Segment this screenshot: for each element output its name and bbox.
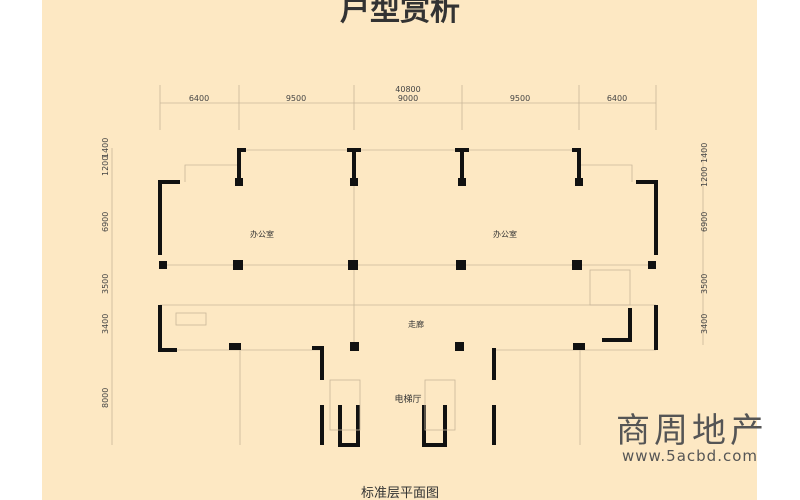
dim-label: 9000 <box>398 94 418 103</box>
dim-label: 1400 <box>700 143 709 163</box>
watermark-brand: 商周地产 <box>616 411 768 451</box>
dim-label: 6900 <box>101 212 110 232</box>
room-label-office-left: 办公室 <box>250 229 274 239</box>
dim-label: 6400 <box>607 94 627 103</box>
watermark: 商周地产 www.5acbd.com <box>616 411 768 465</box>
columns <box>159 178 656 351</box>
top-dimensions: 40800 6400 9500 9000 9500 6400 <box>159 85 657 130</box>
dim-label: 3400 <box>101 314 110 334</box>
dim-label: 1200 <box>101 156 110 176</box>
dim-label: 8000 <box>101 388 110 408</box>
page-title: 户型赏析 <box>340 0 460 28</box>
dim-label: 6400 <box>189 94 209 103</box>
room-label-elevator-hall: 电梯厅 <box>394 393 421 405</box>
floor-plan-caption: 标准层平面图 <box>361 486 439 500</box>
dim-label: 6900 <box>700 212 709 232</box>
right-dimensions: 1400 1200 6900 3500 3400 <box>700 143 709 345</box>
dim-label: 9500 <box>286 94 306 103</box>
left-dimensions: 1200 1400 6900 3500 3400 8000 <box>101 138 113 445</box>
room-label-office-right: 办公室 <box>493 229 517 239</box>
dim-label: 3500 <box>101 274 110 294</box>
dim-label: 1400 <box>101 138 110 158</box>
dim-label: 3400 <box>700 314 709 334</box>
dim-label: 9500 <box>510 94 530 103</box>
watermark-url: www.5acbd.com <box>622 447 758 465</box>
dim-label: 3500 <box>700 274 709 294</box>
dim-label: 1200 <box>700 167 709 187</box>
total-width-label: 40800 <box>395 85 420 94</box>
room-label-corridor: 走廊 <box>408 319 424 329</box>
